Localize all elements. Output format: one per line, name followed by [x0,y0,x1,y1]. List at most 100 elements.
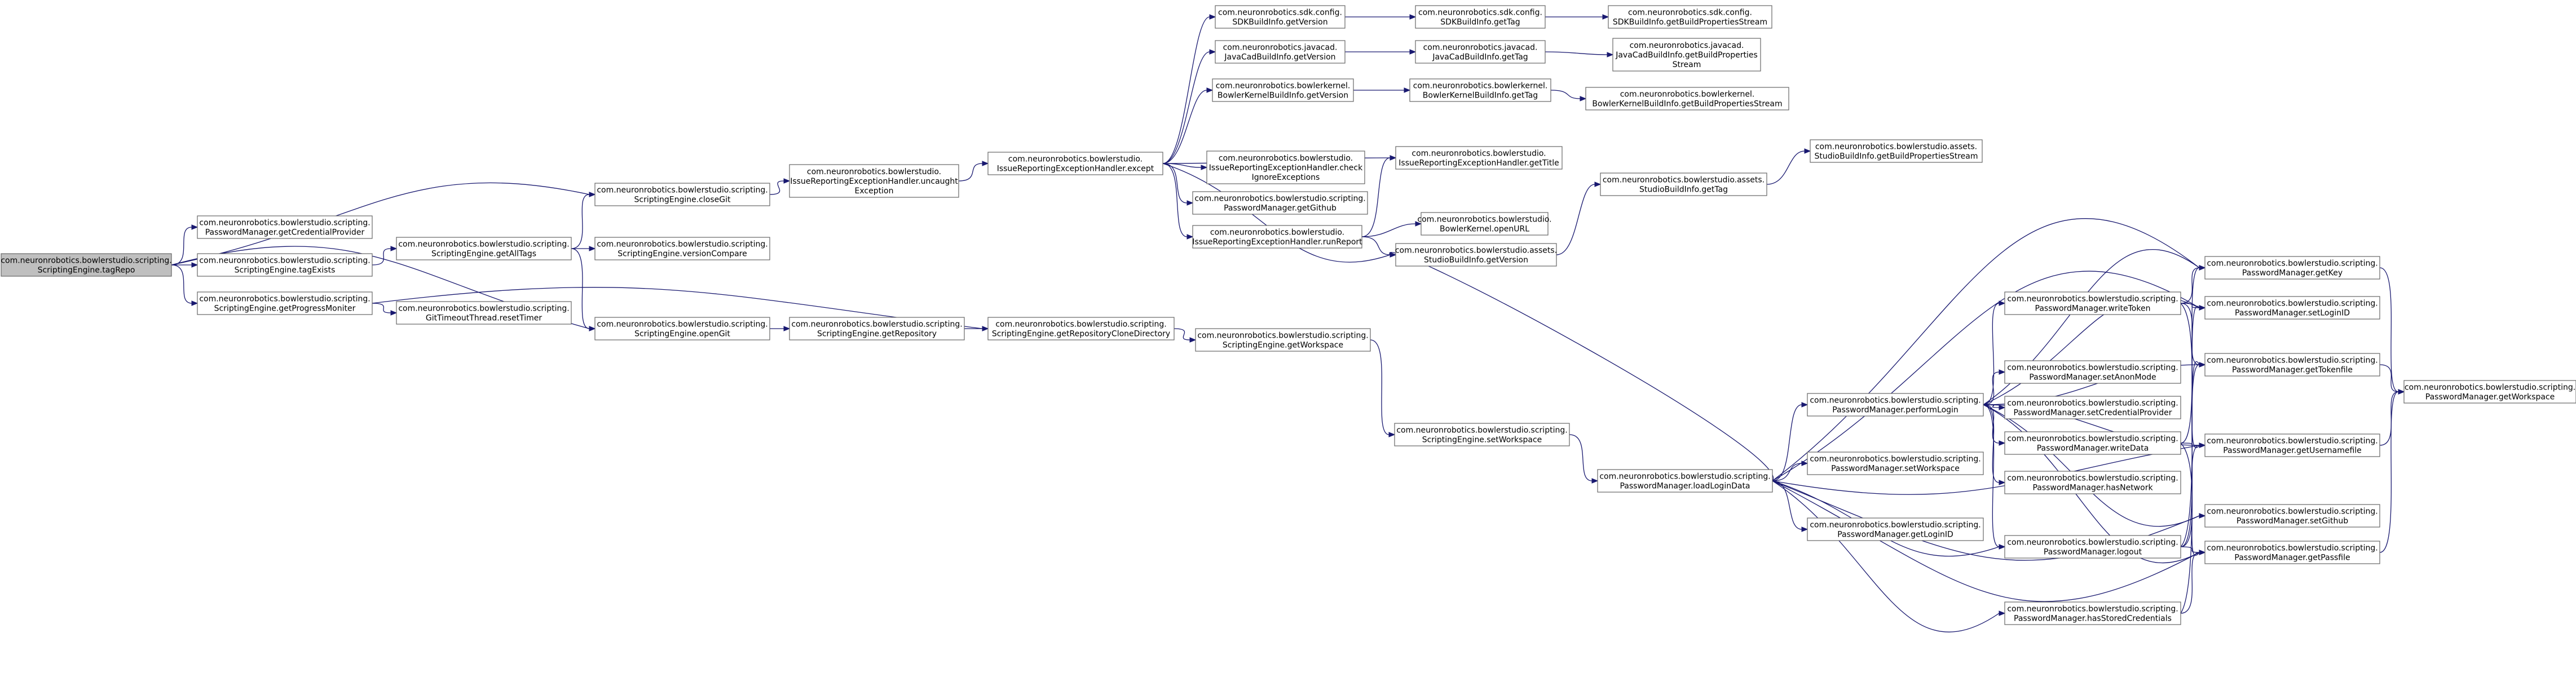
node-n48[interactable]: com.neuronrobotics.bowlerstudio.scriptin… [2204,541,2380,564]
node-box[interactable] [1195,328,1371,352]
node-box[interactable] [1608,5,1772,29]
node-box[interactable] [1585,87,1789,110]
node-n45[interactable]: com.neuronrobotics.bowlerstudio.scriptin… [2204,353,2380,377]
node-n44[interactable]: com.neuronrobotics.bowlerstudio.scriptin… [2204,296,2380,320]
node-box[interactable] [2004,396,2181,419]
node-n26[interactable]: com.neuronrobotics.bowlerstudio.scriptin… [789,317,965,340]
node-box[interactable] [1810,139,1983,163]
node-n29[interactable]: com.neuronrobotics.bowlerstudio.scriptin… [1394,423,1570,446]
node-n24[interactable]: com.neuronrobotics.bowlerstudio.scriptin… [594,237,770,260]
node-n10[interactable]: com.neuronrobotics.bowlerkernel.BowlerKe… [1212,78,1354,102]
node-box[interactable] [2204,353,2380,377]
node-n41[interactable]: com.neuronrobotics.bowlerstudio.scriptin… [2004,535,2181,559]
node-n39[interactable]: com.neuronrobotics.bowlerstudio.scriptin… [2004,431,2181,455]
node-box[interactable] [1215,40,1346,64]
node-box[interactable] [2004,360,2181,384]
node-box[interactable] [197,215,373,239]
node-n17[interactable]: com.neuronrobotics.bowlerstudio.BowlerKe… [1417,212,1552,236]
node-box[interactable] [987,152,1163,175]
node-n37[interactable]: com.neuronrobotics.bowlerstudio.scriptin… [2004,360,2181,384]
node-box[interactable] [2204,296,2380,320]
node-box[interactable] [1597,469,1773,493]
node-box[interactable] [594,183,770,206]
node-box[interactable] [1394,423,1570,446]
node-box[interactable] [987,317,1175,340]
node-n5[interactable]: com.neuronrobotics.sdk.config.SDKBuildIn… [1415,5,1546,29]
node-box[interactable] [2403,380,2576,404]
node-box[interactable] [1206,151,1365,184]
node-n4[interactable]: com.neuronrobotics.sdk.config.SDKBuildIn… [1215,5,1346,29]
node-n13[interactable]: com.neuronrobotics.bowlerstudio.IssueRep… [1395,146,1563,170]
node-box[interactable] [2004,535,2181,559]
node-box[interactable] [1192,225,1362,249]
node-box[interactable] [2004,291,2181,315]
node-box[interactable] [2004,601,2181,625]
node-box[interactable] [1421,212,1549,236]
node-n16[interactable]: com.neuronrobotics.bowlerstudio.IssueRep… [1192,225,1362,249]
node-box[interactable] [789,164,959,198]
node-n12[interactable]: com.neuronrobotics.bowlerkernel.BowlerKe… [1585,87,1789,110]
node-n9[interactable]: com.neuronrobotics.javacad.JavaCadBuildI… [1612,38,1761,72]
node-n38[interactable]: com.neuronrobotics.bowlerstudio.scriptin… [2004,396,2181,419]
node-n33[interactable]: com.neuronrobotics.bowlerstudio.scriptin… [1807,393,1984,417]
node-box[interactable] [2204,541,2380,564]
node-n0[interactable]: com.neuronrobotics.bowlerstudio.scriptin… [1,253,172,277]
node-box[interactable] [1807,517,1984,541]
node-n22[interactable]: com.neuronrobotics.bowlerstudio.scriptin… [197,253,373,277]
node-box[interactable] [594,237,770,260]
node-n27[interactable]: com.neuronrobotics.bowlerstudio.scriptin… [987,317,1175,340]
node-box[interactable] [1215,5,1346,29]
node-box[interactable] [2004,431,2181,455]
node-n36[interactable]: com.neuronrobotics.bowlerstudio.scriptin… [2004,291,2181,315]
node-n8[interactable]: com.neuronrobotics.javacad.JavaCadBuildI… [1415,40,1546,64]
node-box[interactable] [1612,38,1761,72]
root-node-box[interactable] [1,253,172,277]
node-n32[interactable]: com.neuronrobotics.bowlerstudio.scriptin… [396,301,572,325]
node-box[interactable] [594,317,770,340]
node-box[interactable] [2204,256,2380,280]
node-n47[interactable]: com.neuronrobotics.bowlerstudio.scriptin… [2204,504,2380,528]
node-box[interactable] [396,237,572,260]
node-n6[interactable]: com.neuronrobotics.sdk.config.SDKBuildIn… [1608,5,1772,29]
node-n18[interactable]: com.neuronrobotics.bowlerstudio.assets.S… [1395,243,1557,267]
node-box[interactable] [1409,78,1551,102]
node-box[interactable] [1212,78,1354,102]
node-n14[interactable]: com.neuronrobotics.bowlerstudio.IssueRep… [1206,151,1365,184]
node-n35[interactable]: com.neuronrobotics.bowlerstudio.scriptin… [1807,517,1984,541]
node-n30[interactable]: com.neuronrobotics.bowlerstudio.scriptin… [1597,469,1773,493]
node-n19[interactable]: com.neuronrobotics.bowlerstudio.assets.S… [1600,172,1767,196]
node-n2[interactable]: com.neuronrobotics.bowlerstudio.IssueRep… [789,164,959,198]
node-box[interactable] [2204,433,2380,457]
node-n23[interactable]: com.neuronrobotics.bowlerstudio.scriptin… [396,237,572,260]
node-n34[interactable]: com.neuronrobotics.bowlerstudio.scriptin… [1807,452,1984,475]
node-box[interactable] [1600,172,1767,196]
node-n43[interactable]: com.neuronrobotics.bowlerstudio.scriptin… [2204,256,2380,280]
node-box[interactable] [1807,393,1984,417]
node-n1[interactable]: com.neuronrobotics.bowlerstudio.scriptin… [594,183,770,206]
node-box[interactable] [396,301,572,325]
node-n11[interactable]: com.neuronrobotics.bowlerkernel.BowlerKe… [1409,78,1551,102]
node-n21[interactable]: com.neuronrobotics.bowlerstudio.scriptin… [197,215,373,239]
node-box[interactable] [1415,40,1546,64]
node-n28[interactable]: com.neuronrobotics.bowlerstudio.scriptin… [1195,328,1371,352]
node-n31[interactable]: com.neuronrobotics.bowlerstudio.scriptin… [197,291,373,315]
node-n7[interactable]: com.neuronrobotics.javacad.JavaCadBuildI… [1215,40,1346,64]
node-box[interactable] [2204,504,2380,528]
node-n15[interactable]: com.neuronrobotics.bowlerstudio.scriptin… [1192,191,1368,215]
node-box[interactable] [197,291,373,315]
node-box[interactable] [1395,243,1557,267]
node-n40[interactable]: com.neuronrobotics.bowlerstudio.scriptin… [2004,471,2181,494]
node-box[interactable] [1807,452,1984,475]
node-n46[interactable]: com.neuronrobotics.bowlerstudio.scriptin… [2204,433,2380,457]
node-n25[interactable]: com.neuronrobotics.bowlerstudio.scriptin… [594,317,770,340]
node-n42[interactable]: com.neuronrobotics.bowlerstudio.scriptin… [2004,601,2181,625]
node-n20[interactable]: com.neuronrobotics.bowlerstudio.assets.S… [1810,139,1983,163]
node-box[interactable] [1192,191,1368,215]
node-box[interactable] [197,253,373,277]
node-n49[interactable]: com.neuronrobotics.bowlerstudio.scriptin… [2403,380,2576,404]
node-n3[interactable]: com.neuronrobotics.bowlerstudio.IssueRep… [987,152,1163,175]
node-box[interactable] [1395,146,1563,170]
node-box[interactable] [1415,5,1546,29]
node-box[interactable] [2004,471,2181,494]
node-box[interactable] [789,317,965,340]
